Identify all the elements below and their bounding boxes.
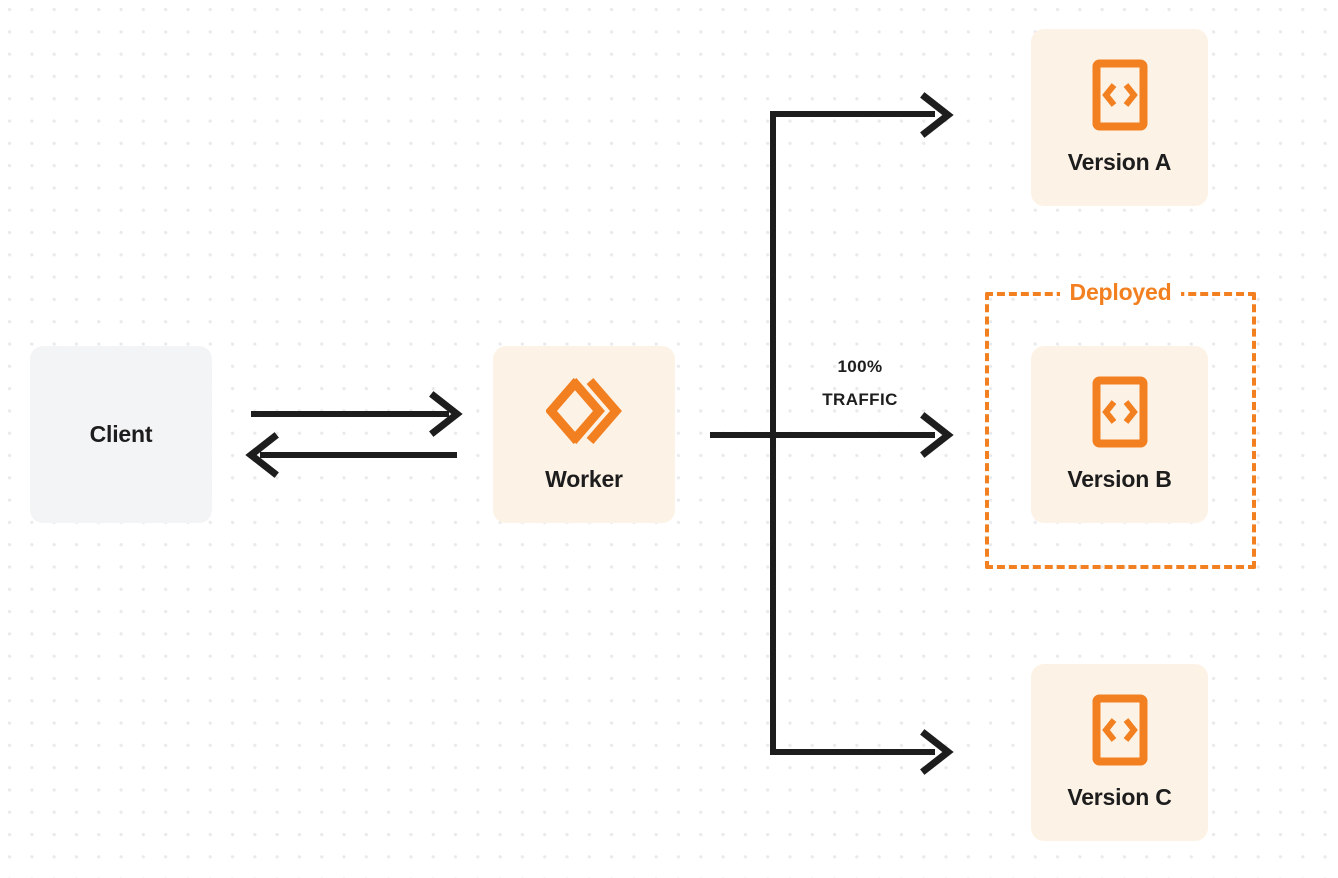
node-version-c[interactable]: Version C <box>1031 664 1208 841</box>
traffic-word-text: TRAFFIC <box>822 390 898 409</box>
branch-arrow-to-version-c <box>770 729 954 775</box>
cloudflare-workers-icon <box>545 375 622 452</box>
version-b-label: Version B <box>1067 466 1172 492</box>
node-worker[interactable]: Worker <box>493 346 675 523</box>
node-version-b[interactable]: Version B <box>1031 346 1208 523</box>
branch-arrow-to-version-a <box>770 92 954 138</box>
branch-arrow-to-version-b <box>773 412 954 458</box>
deployed-label: Deployed <box>1059 278 1182 306</box>
traffic-percent-text: 100% <box>837 357 883 376</box>
traffic-label: 100% TRAFFIC <box>795 350 925 416</box>
worker-branch-spine <box>710 114 776 752</box>
version-c-label: Version C <box>1067 784 1172 810</box>
node-version-a[interactable]: Version A <box>1031 29 1208 206</box>
deployed-group-border: Deployed <box>985 278 1256 569</box>
code-file-icon <box>1092 694 1148 771</box>
code-file-icon <box>1092 376 1148 453</box>
worker-label: Worker <box>545 465 623 492</box>
code-file-icon <box>1092 59 1148 136</box>
client-label: Client <box>89 421 153 447</box>
client-to-worker-arrow <box>251 391 463 437</box>
worker-to-client-arrow <box>245 432 457 478</box>
version-a-label: Version A <box>1067 149 1172 175</box>
node-client[interactable]: Client <box>30 346 212 523</box>
